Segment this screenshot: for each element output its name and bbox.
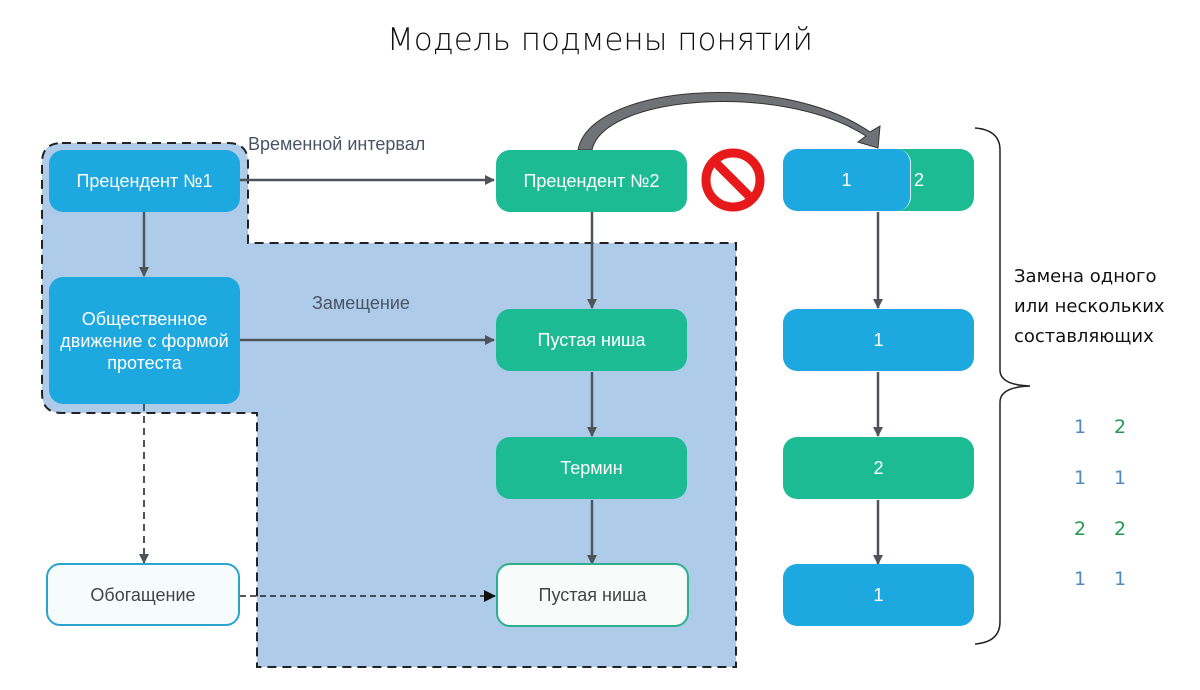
no-entry-icon [701,148,765,212]
node-enrichment[interactable]: Обогащение [46,563,240,626]
node-term[interactable]: Термин [496,437,687,499]
pair-item: 2 [1074,518,1087,540]
pair-item: 1 [1074,568,1087,590]
node-precedent-2[interactable]: Прецендент №2 [496,150,687,212]
node-precedent-1[interactable]: Прецендент №1 [49,150,240,212]
label-time-interval: Временной интервал [248,134,426,154]
node-social-movement[interactable]: Общественное движение с формой протеста [49,277,240,404]
node-split-left[interactable]: 1 [783,149,911,211]
pair-item: 1 [1114,568,1127,590]
node-seq-1[interactable]: 1 [783,309,974,371]
pair-item: 2 [1114,518,1127,540]
node-seq-2[interactable]: 2 [783,437,974,499]
right-brace [974,127,1031,645]
side-note-line: составляющих [1014,326,1154,347]
node-empty-niche-1[interactable]: Пустая ниша [496,309,687,371]
pair-item: 1 [1074,467,1087,489]
side-note: Замена одного или нескольких составляющи… [1014,262,1165,352]
side-note-line: или нескольких [1014,296,1165,317]
diagram-title: Модель подмены понятий [387,22,813,58]
pair-item: 1 [1114,467,1127,489]
node-empty-niche-2[interactable]: Пустая ниша [496,563,689,627]
node-seq-3[interactable]: 1 [783,564,974,626]
side-note-line: Замена одного [1014,266,1157,287]
pair-item: 1 [1074,416,1087,438]
label-substitution: Замещение [312,293,410,313]
substitution-group-region [41,142,737,668]
curved-transfer-arrow [577,92,881,151]
pair-item: 2 [1114,416,1127,438]
